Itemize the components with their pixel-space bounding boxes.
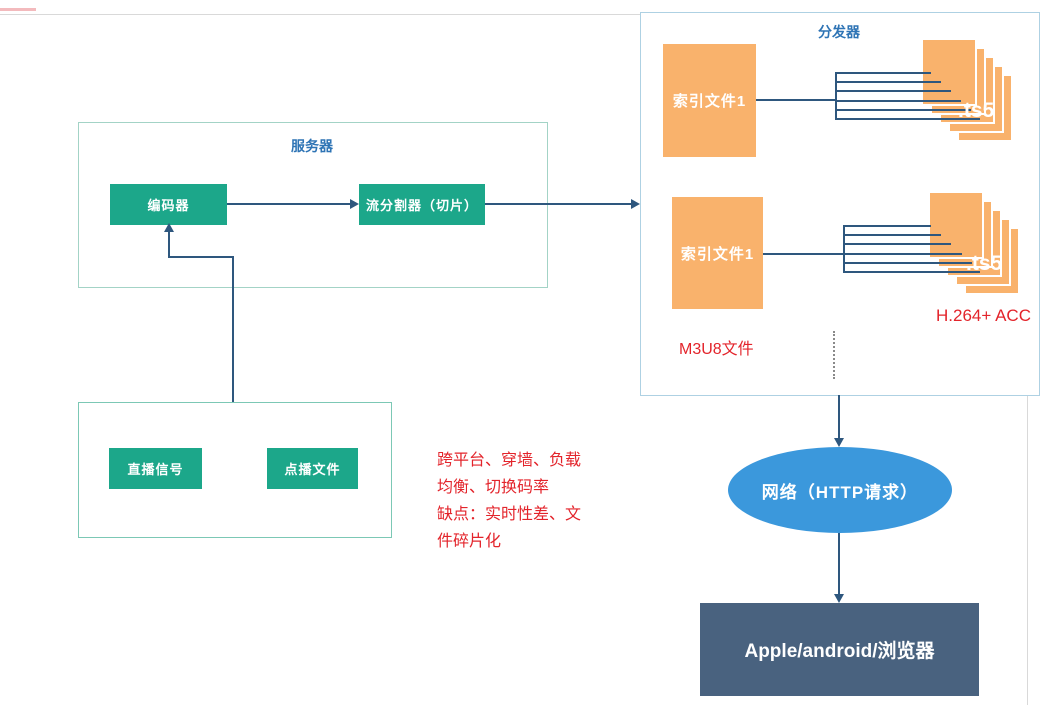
annotation-line: 跨平台、穿墙、负载 <box>437 452 582 469</box>
vertical-ellipsis <box>833 331 835 379</box>
ts-file-label-1: .ts5 <box>958 99 995 122</box>
source-to-encoder-arrow-head <box>164 223 174 232</box>
index-to-segments-connector-2 <box>763 253 844 255</box>
arrow-splitter-to-distributor-line <box>485 203 631 205</box>
ts-stack-page <box>928 191 984 259</box>
annotation-line: 均衡、切换码率 <box>437 479 550 496</box>
index-file-node-1: 索引文件1 <box>663 44 756 157</box>
network-ellipse: 网络（HTTP请求） <box>728 447 952 533</box>
arrow-network-to-client-line <box>838 533 840 595</box>
source-to-encoder-connector-h <box>168 256 234 258</box>
live-signal-node: 直播信号 <box>109 448 202 489</box>
server-group-title: 服务器 <box>291 138 333 154</box>
segment-line <box>843 234 941 236</box>
distributor-title: 分发器 <box>818 24 860 40</box>
client-box: Apple/android/浏览器 <box>700 603 979 696</box>
codec-label: H.264+ ACC <box>936 306 1031 325</box>
segment-line <box>843 253 962 255</box>
segment-line <box>835 72 931 74</box>
m3u8-label: M3U8文件 <box>679 341 754 358</box>
source-group-box <box>78 402 392 538</box>
index-to-segments-connector-1 <box>756 99 836 101</box>
segment-comb-2-spine <box>843 225 845 273</box>
segment-line <box>843 243 951 245</box>
segment-comb-1-spine <box>835 72 837 120</box>
vod-file-node: 点播文件 <box>267 448 358 489</box>
arrow-encoder-to-splitter-head <box>350 199 359 209</box>
ts-file-label-2: .ts5 <box>966 252 1003 275</box>
canvas-right-border-line <box>1027 396 1028 705</box>
arrow-distributor-to-network-line <box>838 395 840 439</box>
segment-line <box>835 118 980 120</box>
arrow-splitter-to-distributor-head <box>631 199 640 209</box>
source-to-encoder-connector-v2 <box>168 232 170 258</box>
segment-line <box>835 81 941 83</box>
source-to-encoder-connector-v1 <box>232 257 234 403</box>
distributor-box <box>640 12 1040 396</box>
server-group-box <box>78 122 548 288</box>
client-label: Apple/android/浏览器 <box>744 641 935 662</box>
annotation-text: 跨平台、穿墙、负载 均衡、切换码率 缺点：实时性差、文 件碎片化 <box>437 447 581 555</box>
arrow-distributor-to-network-head <box>834 438 844 447</box>
splitter-node: 流分割器（切片） <box>359 184 485 225</box>
segment-line <box>843 271 980 273</box>
annotation-line: 件碎片化 <box>437 533 502 550</box>
red-marker-dash <box>0 8 36 11</box>
network-label: 网络（HTTP请求） <box>761 482 919 502</box>
arrow-encoder-to-splitter-line <box>227 203 351 205</box>
segment-line <box>843 225 931 227</box>
canvas-top-border-line <box>0 14 640 15</box>
encoder-node: 编码器 <box>110 184 227 225</box>
index-file-node-2: 索引文件1 <box>672 197 763 309</box>
arrow-network-to-client-head <box>834 594 844 603</box>
segment-line <box>835 90 951 92</box>
annotation-line: 缺点：实时性差、文 <box>437 506 582 523</box>
segment-line <box>835 109 971 111</box>
segment-line <box>835 100 961 102</box>
segment-line <box>843 262 972 264</box>
